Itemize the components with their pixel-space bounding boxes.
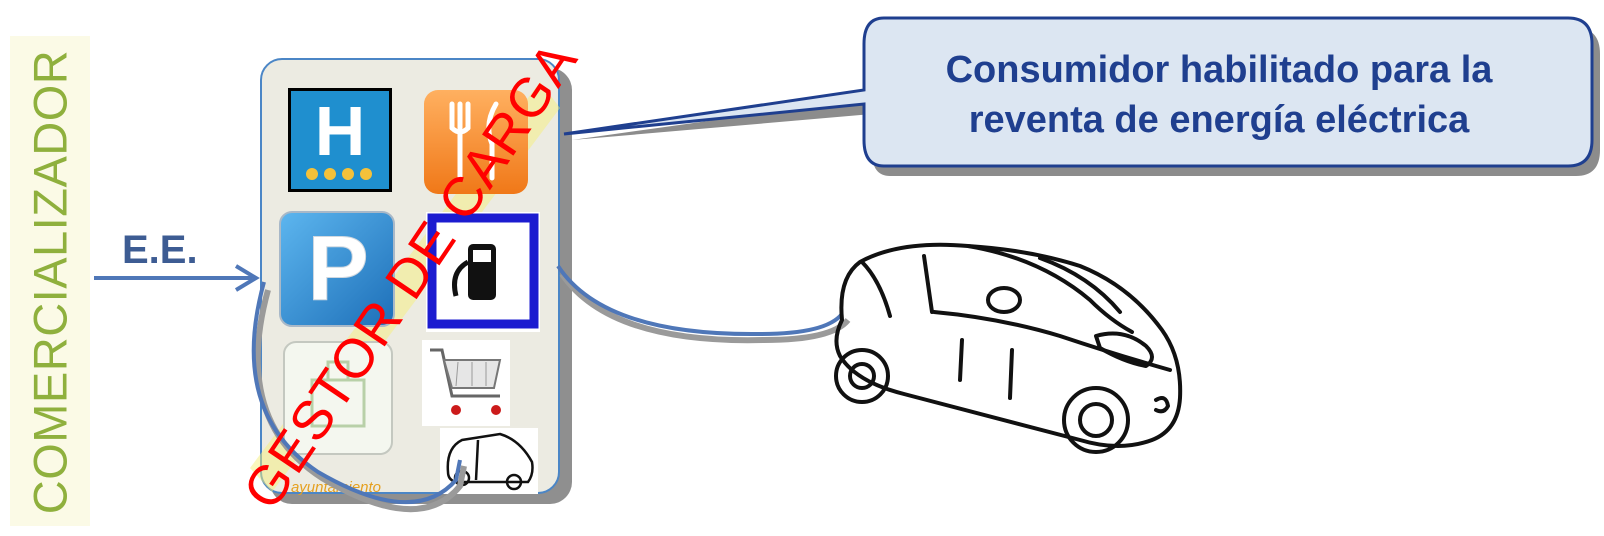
input-arrow: [94, 264, 260, 292]
side-band: [10, 36, 90, 526]
fuel-station-icon: [426, 212, 540, 332]
restaurant-icon: [424, 90, 528, 194]
hotel-sign-icon: H: [288, 88, 392, 192]
parking-sign-icon: P: [279, 211, 395, 327]
small-car-icon: [440, 428, 538, 494]
shopping-cart-icon: [422, 340, 510, 426]
charging-cable: [556, 264, 851, 344]
ee-label: E.E.: [122, 228, 198, 272]
callout-line-1: Consumidor habilitado para la: [945, 49, 1493, 91]
return-cable-loop: [251, 281, 467, 513]
svg-text:P: P: [307, 218, 368, 320]
callout-bubble: [563, 16, 1600, 176]
callout-text: Consumidor habilitado para la reventa de…: [875, 45, 1563, 145]
electric-car-sketch: [834, 242, 1183, 454]
callout-line-2: reventa de energía eléctrica: [968, 99, 1470, 141]
svg-text:H: H: [315, 92, 366, 170]
